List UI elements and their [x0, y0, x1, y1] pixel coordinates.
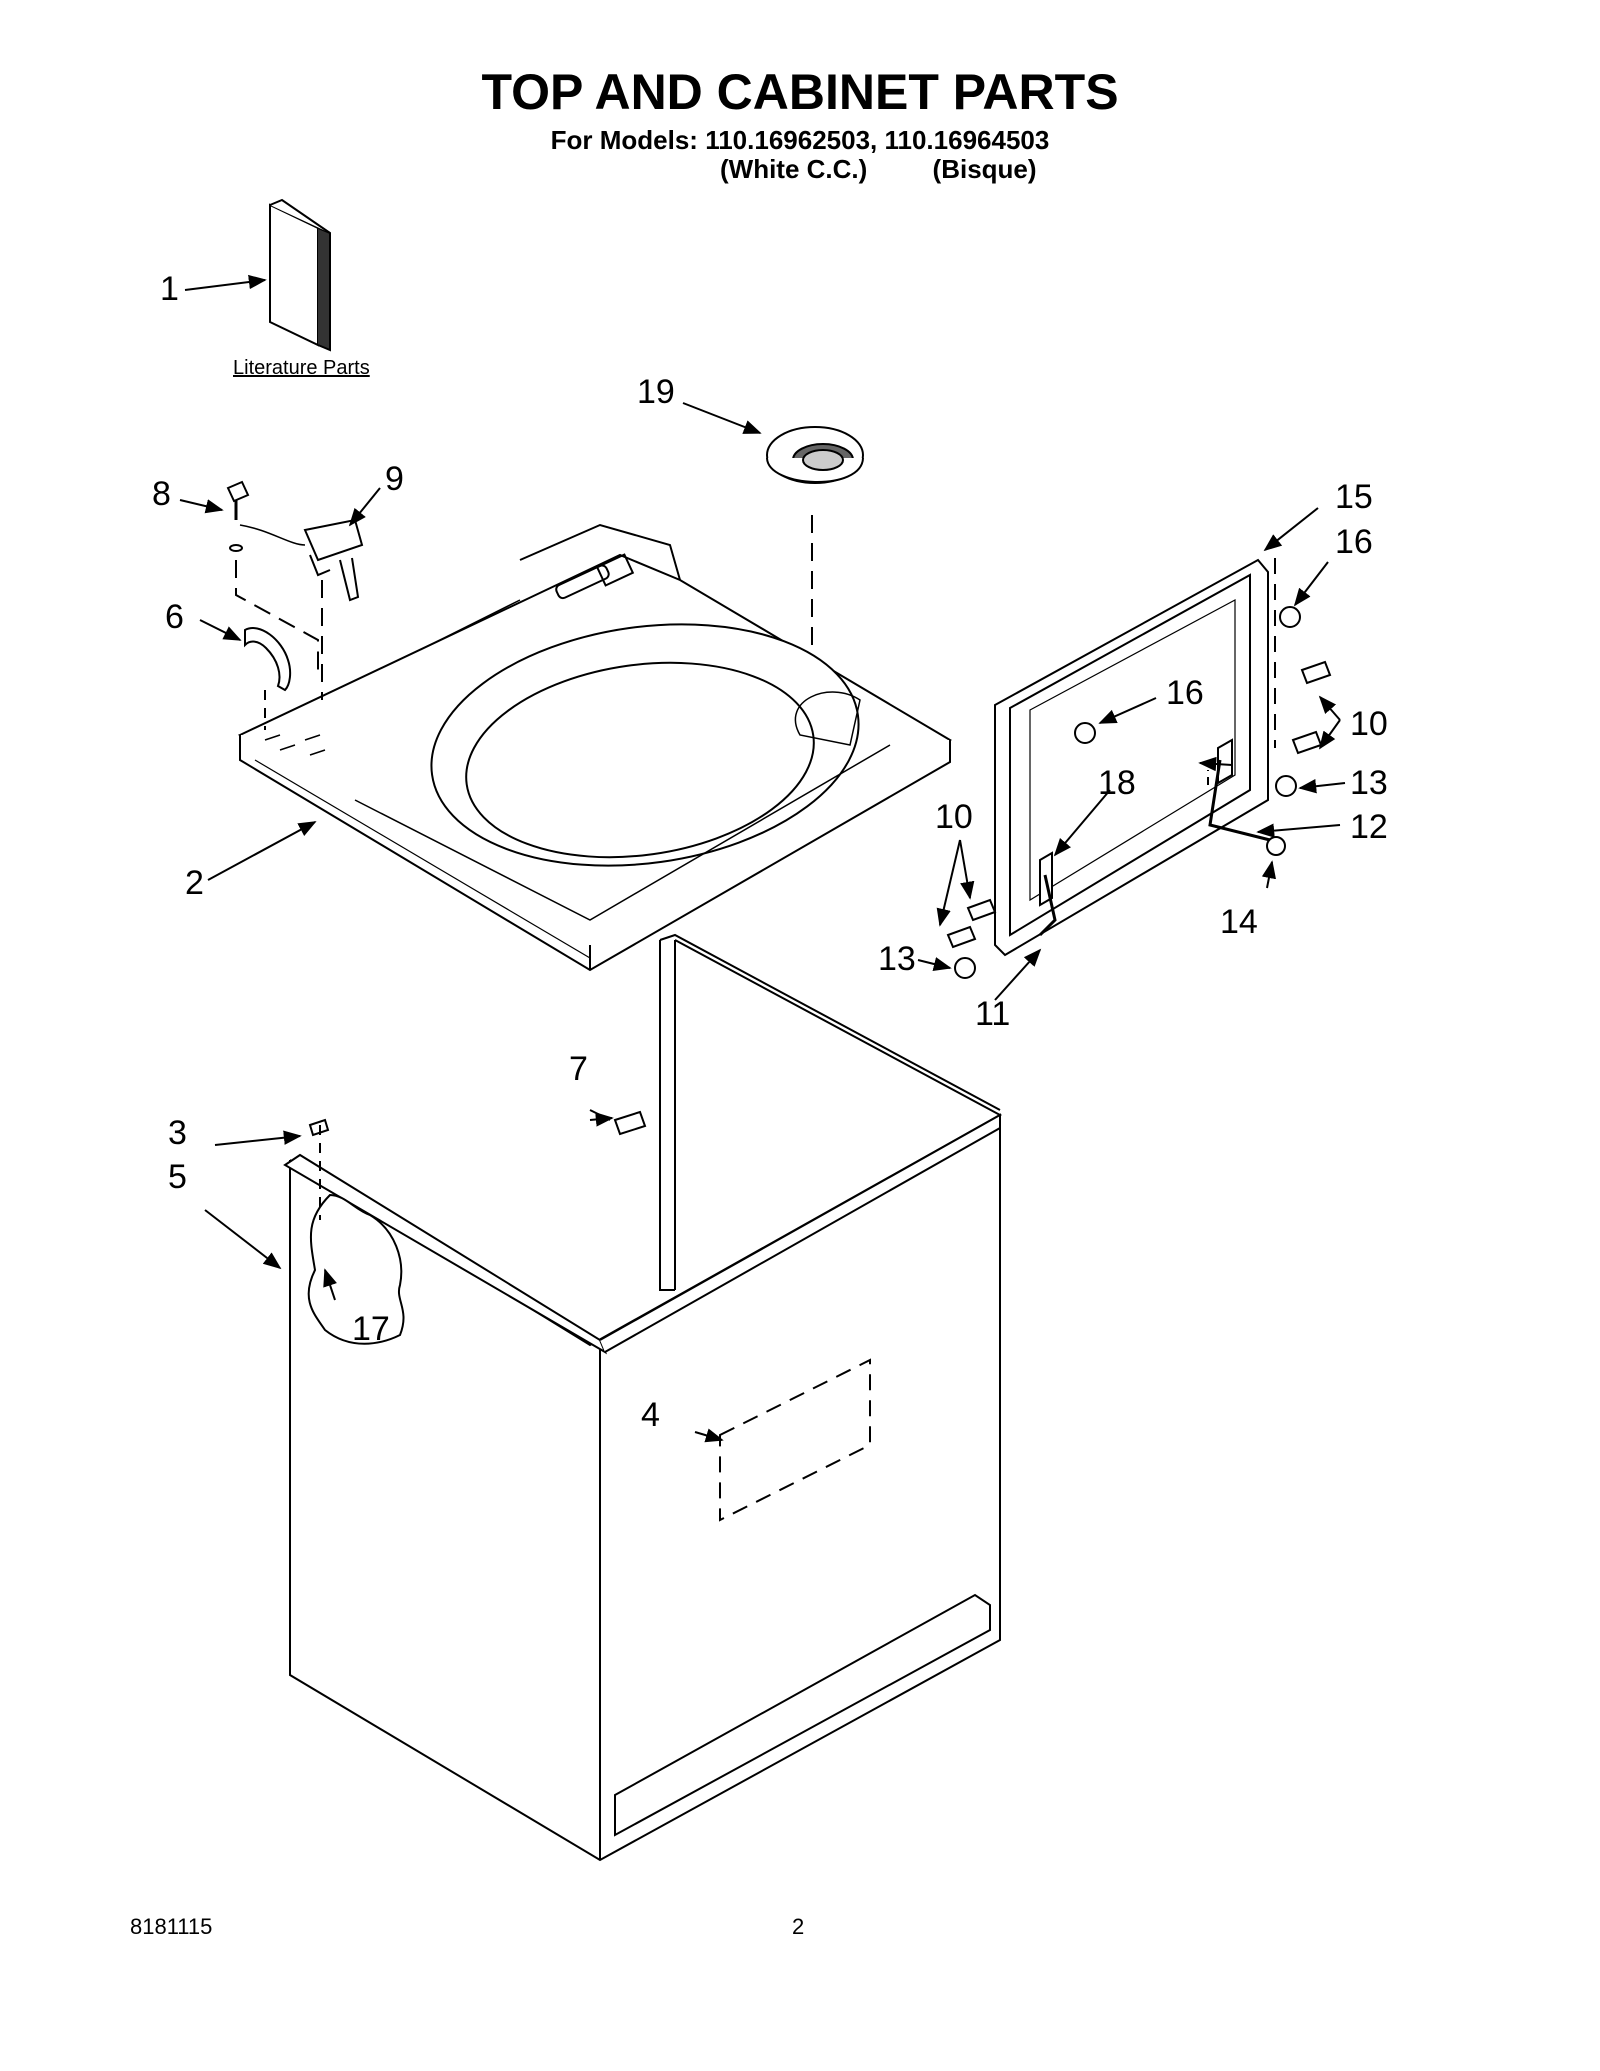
- callout-14: 14: [1220, 903, 1258, 941]
- callout-13-left: 13: [878, 940, 916, 978]
- callout-1: 1: [160, 270, 179, 308]
- models-line: For Models: 110.16962503, 110.16964503: [550, 125, 1050, 155]
- callout-7: 7: [569, 1050, 588, 1088]
- washer-top: [237, 523, 952, 972]
- callout-6: 6: [165, 598, 184, 636]
- callout-5: 5: [168, 1158, 187, 1196]
- part-6-clip: [244, 627, 292, 692]
- literature-parts-label: Literature Parts: [233, 357, 370, 379]
- page-number: 2: [792, 1914, 805, 1939]
- callout-11: 11: [975, 995, 1011, 1033]
- callout-10-left: 10: [935, 798, 973, 836]
- part-19-cap: [766, 426, 864, 484]
- literature-booklet: [269, 198, 331, 352]
- callout-3: 3: [168, 1114, 187, 1152]
- callout-8: 8: [152, 475, 171, 513]
- callout-16-right: 16: [1335, 523, 1373, 561]
- callout-2: 2: [185, 864, 204, 902]
- callout-15: 15: [1335, 478, 1373, 516]
- callout-13-right: 13: [1350, 764, 1388, 802]
- page-header: TOP AND CABINET PARTS For Models: 110.16…: [0, 62, 1600, 156]
- callout-4: 4: [641, 1396, 660, 1434]
- variant-bisque: (Bisque): [932, 154, 1037, 184]
- callout-16-left: 16: [1166, 674, 1204, 712]
- part-9-switch: [239, 518, 364, 602]
- callout-17: 17: [352, 1310, 390, 1348]
- leader-lines: [179, 274, 1346, 1443]
- callout-18: 18: [1098, 764, 1136, 802]
- callout-12: 12: [1350, 808, 1388, 846]
- part-8-screw: [226, 480, 250, 552]
- document-number: 8181115: [130, 1914, 213, 1939]
- callout-19: 19: [637, 373, 675, 411]
- variant-white: (White C.C.): [720, 154, 868, 184]
- page-title: TOP AND CABINET PARTS: [481, 64, 1119, 120]
- callout-9: 9: [385, 460, 404, 498]
- callout-10-right: 10: [1350, 705, 1388, 743]
- model-variants: (White C.C.) (Bisque): [720, 154, 1037, 185]
- cabinet: [283, 933, 1003, 1862]
- part-4-label-outline: [719, 1358, 871, 1522]
